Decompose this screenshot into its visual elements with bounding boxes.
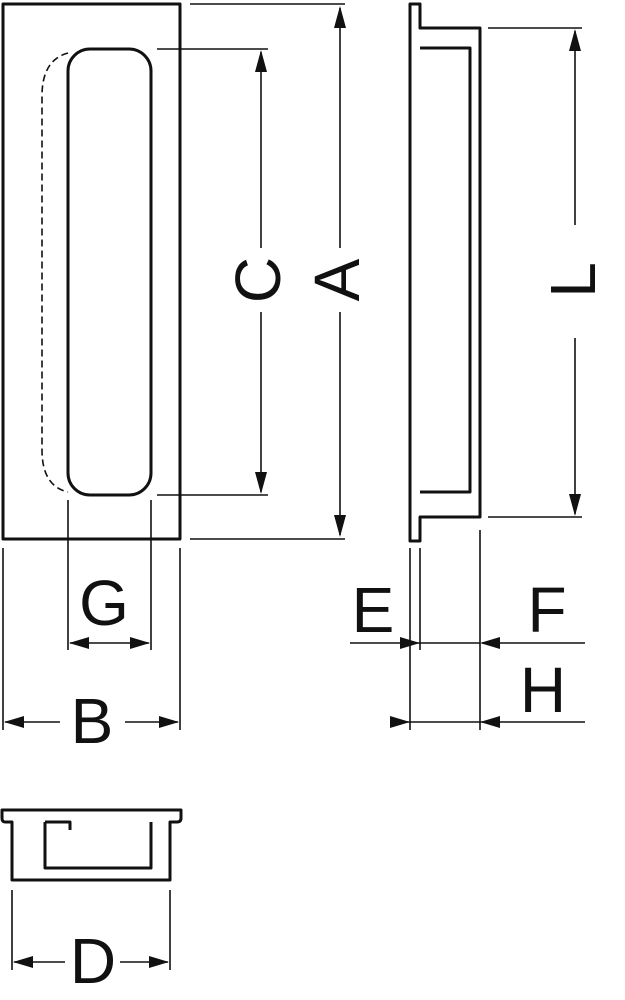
front-view (1, 2, 182, 541)
dimension-label-H: H (520, 654, 566, 726)
dimension-label-A: A (301, 258, 373, 301)
dimension-label-F: F (527, 574, 566, 646)
hidden-recess-edge (41, 52, 69, 493)
section-view (0, 808, 183, 882)
section-view-channel (43, 820, 153, 870)
front-view-outline (1, 2, 182, 541)
side-view (408, 2, 482, 543)
section-view-profile (0, 808, 183, 882)
dimension-labels: A C L G B E F H D (70, 257, 609, 997)
dimension-label-E: E (352, 574, 395, 646)
dimension-label-B: B (71, 685, 114, 757)
extension-lines (2, 3, 582, 970)
side-view-inner-step (420, 46, 472, 494)
dimension-label-D: D (70, 925, 116, 997)
dimension-label-L: L (537, 262, 609, 298)
dimension-label-G: G (79, 567, 129, 639)
finger-recess (66, 47, 153, 497)
dimension-lines (4, 6, 585, 968)
side-view-profile (408, 2, 482, 543)
dimension-label-C: C (222, 257, 294, 303)
